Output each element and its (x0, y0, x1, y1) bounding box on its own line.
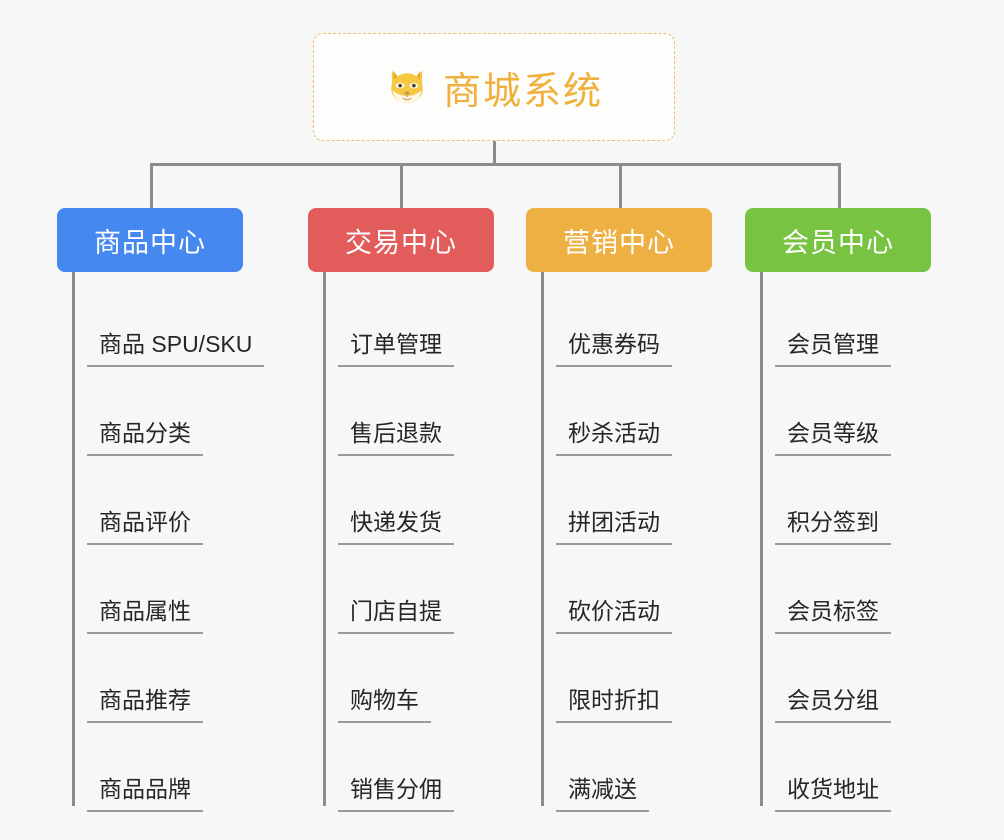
leaf-item-label: 快递发货 (338, 509, 454, 545)
leaf-item-label: 限时折扣 (556, 687, 672, 723)
category-column-3: 会员中心会员管理会员等级积分签到会员标签会员分组收货地址 (745, 208, 931, 812)
category-title: 会员中心 (782, 227, 894, 258)
leaf-item-label: 会员分组 (775, 687, 891, 723)
category-title: 交易中心 (345, 227, 457, 258)
leaf-item-label: 订单管理 (338, 331, 454, 367)
leaf-item-label: 门店自提 (338, 598, 454, 634)
leaf-trunk-2 (541, 272, 544, 806)
leaf-item[interactable]: 商品分类 (57, 367, 243, 456)
shiba-dog-face-icon (385, 65, 429, 109)
leaf-item-label: 商品品牌 (87, 776, 203, 812)
leaf-item[interactable]: 商品品牌 (57, 723, 243, 812)
category-header-0[interactable]: 商品中心 (57, 208, 243, 272)
category-column-2: 营销中心优惠券码秒杀活动拼团活动砍价活动限时折扣满减送 (526, 208, 712, 812)
connector-root-stem (493, 141, 496, 165)
leaf-item-label: 销售分佣 (338, 776, 454, 812)
leaf-list-0: 商品 SPU/SKU 商品分类商品评价商品属性商品推荐商品品牌 (57, 272, 265, 812)
leaf-item[interactable]: 拼团活动 (526, 456, 712, 545)
leaf-item[interactable]: 积分签到 (745, 456, 931, 545)
category-title: 商品中心 (94, 227, 206, 258)
leaf-item[interactable]: 满减送 (526, 723, 712, 812)
leaf-item-label: 会员标签 (775, 598, 891, 634)
leaf-item[interactable]: 秒杀活动 (526, 367, 712, 456)
category-column-1: 交易中心订单管理售后退款快递发货门店自提购物车销售分佣 (308, 208, 494, 812)
category-header-1[interactable]: 交易中心 (308, 208, 494, 272)
leaf-item[interactable]: 会员等级 (745, 367, 931, 456)
root-node[interactable]: 商城系统 (313, 33, 675, 141)
leaf-list-1: 订单管理售后退款快递发货门店自提购物车销售分佣 (308, 272, 494, 812)
leaf-item-label: 秒杀活动 (556, 420, 672, 456)
leaf-item[interactable]: 会员标签 (745, 545, 931, 634)
connector-drop-2 (619, 163, 622, 208)
leaf-trunk-0 (72, 272, 75, 806)
category-title: 营销中心 (563, 227, 675, 258)
leaf-item[interactable]: 限时折扣 (526, 634, 712, 723)
leaf-item-label: 满减送 (556, 776, 649, 812)
leaf-list-3: 会员管理会员等级积分签到会员标签会员分组收货地址 (745, 272, 931, 812)
leaf-item[interactable]: 门店自提 (308, 545, 494, 634)
connector-drop-1 (400, 163, 403, 208)
leaf-item[interactable]: 会员管理 (745, 278, 931, 367)
leaf-item-label: 商品分类 (87, 420, 203, 456)
leaf-list-2: 优惠券码秒杀活动拼团活动砍价活动限时折扣满减送 (526, 272, 712, 812)
connector-horizontal-bus (150, 163, 840, 166)
leaf-item[interactable]: 商品 SPU/SKU (57, 278, 265, 367)
leaf-item[interactable]: 收货地址 (745, 723, 931, 812)
leaf-item[interactable]: 订单管理 (308, 278, 494, 367)
leaf-item-label: 商品评价 (87, 509, 203, 545)
leaf-item-label: 商品属性 (87, 598, 203, 634)
connector-drop-0 (150, 163, 153, 208)
leaf-trunk-1 (323, 272, 326, 806)
connector-drop-3 (838, 163, 841, 208)
category-column-0: 商品中心商品 SPU/SKU 商品分类商品评价商品属性商品推荐商品品牌 (57, 208, 265, 812)
leaf-item-label: 砍价活动 (556, 598, 672, 634)
leaf-item[interactable]: 优惠券码 (526, 278, 712, 367)
leaf-item[interactable]: 商品属性 (57, 545, 243, 634)
leaf-item-label: 会员等级 (775, 420, 891, 456)
category-header-3[interactable]: 会员中心 (745, 208, 931, 272)
leaf-item[interactable]: 砍价活动 (526, 545, 712, 634)
leaf-item-label: 售后退款 (338, 420, 454, 456)
leaf-item-label: 积分签到 (775, 509, 891, 545)
leaf-item[interactable]: 销售分佣 (308, 723, 494, 812)
leaf-item[interactable]: 售后退款 (308, 367, 494, 456)
leaf-trunk-3 (760, 272, 763, 806)
leaf-item[interactable]: 会员分组 (745, 634, 931, 723)
leaf-item-label: 商品 SPU/SKU (87, 331, 265, 367)
leaf-item-label: 优惠券码 (556, 331, 672, 367)
category-header-2[interactable]: 营销中心 (526, 208, 712, 272)
leaf-item[interactable]: 商品推荐 (57, 634, 243, 723)
root-title: 商城系统 (442, 70, 603, 113)
leaf-item-label: 购物车 (338, 687, 431, 723)
leaf-item-label: 会员管理 (775, 331, 891, 367)
leaf-item[interactable]: 购物车 (308, 634, 494, 723)
leaf-item[interactable]: 商品评价 (57, 456, 243, 545)
leaf-item-label: 商品推荐 (87, 687, 203, 723)
leaf-item[interactable]: 快递发货 (308, 456, 494, 545)
leaf-item-label: 拼团活动 (556, 509, 672, 545)
leaf-item-label: 收货地址 (775, 776, 891, 812)
